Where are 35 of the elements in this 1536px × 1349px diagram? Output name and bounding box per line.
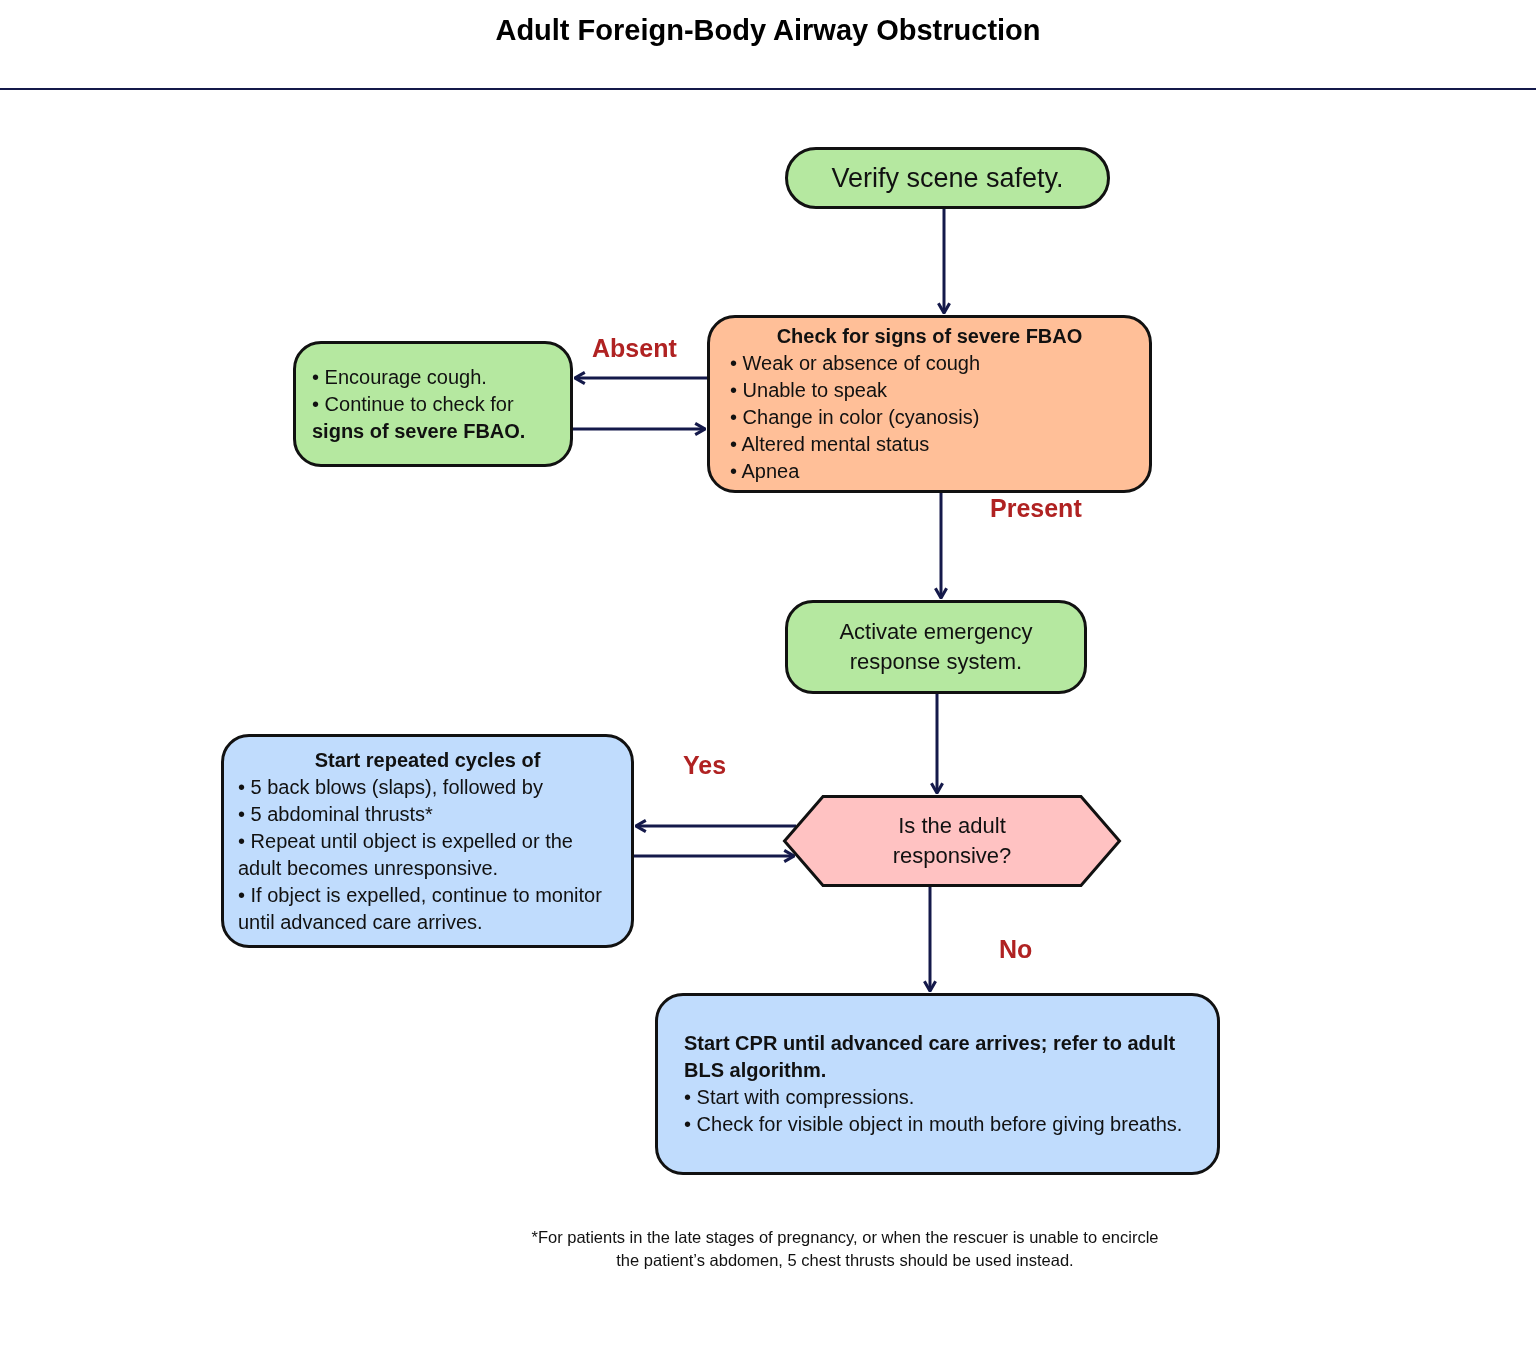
process-box [293,341,573,467]
node-text: • Unable to speak [730,378,889,403]
node-text: • Altered mental status [730,432,931,457]
process-box [707,315,1152,493]
arrow [573,421,707,437]
node-text: Verify scene safety. [831,161,1064,195]
arrow [634,848,796,864]
arrow [929,694,945,795]
node-text: Is the adult responsive? [891,812,1013,870]
node-text: Activate emergency response system. [838,618,1034,676]
process-box [655,993,1220,1175]
node-text: • Check for visible object in mouth before giving breaths. [684,1112,1184,1137]
node-text: Start repeated cycles of [313,747,542,773]
decision-hexagon [783,795,1121,887]
node-text: Start CPR until advanced care arrives; refer to adult BLS algorithm. [684,1031,1177,1083]
node-text: • Repeat until object is expelled or the adult becomes unresponsive. [238,828,574,881]
node-text: • If object is expelled, continue to monitor until advanced care arrives. [238,882,603,935]
node-text: • Apnea [730,459,801,484]
node-text: • Weak or absence of cough [730,351,982,376]
node-text: • Continue to check for signs of severe FBAO. [312,391,527,444]
process-box [785,600,1087,694]
arrow [634,818,797,834]
node-text: • 5 abdominal thrusts* [238,801,434,827]
node-text: • Encourage cough. [312,364,488,390]
node-text: • 5 back blows (slaps), followed by [238,774,544,800]
arrow [573,370,707,386]
node-text: Check for signs of severe FBAO [775,324,1084,349]
arrow [933,493,949,600]
node-text: • Start with compressions. [684,1085,916,1110]
footnote: *For patients in the late stages of pregnancy, or when the rescuer is unable to encircle the patient’s abdomen, 5 chest thrusts should be used instead. [530,1227,1160,1272]
arrow [922,887,938,993]
process-box [221,734,634,948]
title: Adult Foreign-Body Airway Obstruction [495,14,1041,47]
arrow [936,209,952,315]
node-text: • Change in color (cyanosis) [730,405,981,430]
